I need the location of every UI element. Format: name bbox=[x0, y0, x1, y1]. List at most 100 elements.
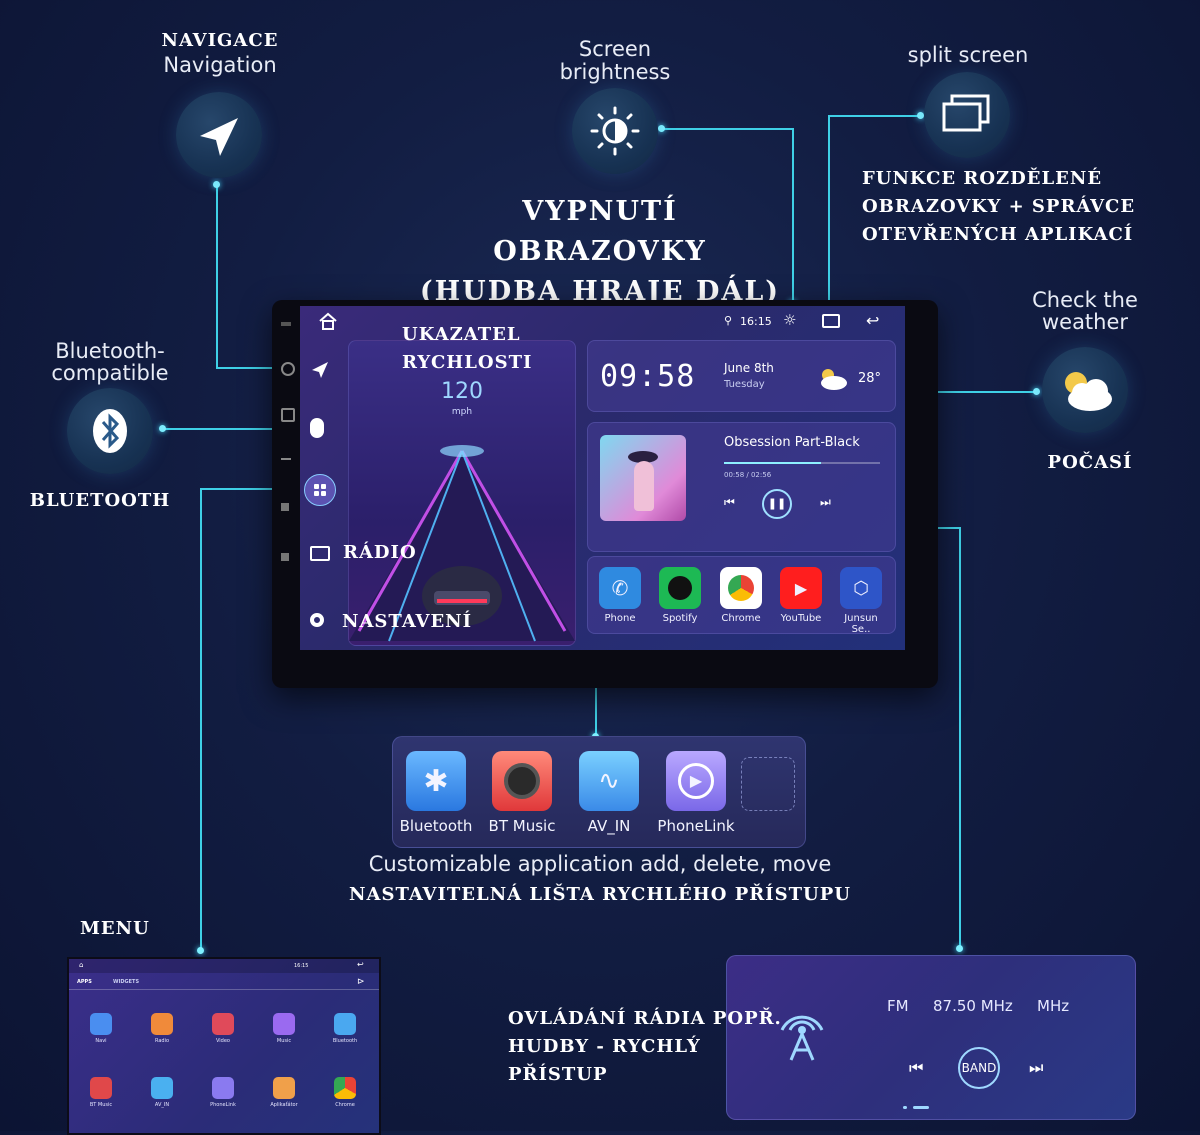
nav-connector-h bbox=[216, 367, 304, 369]
dock-caption-en: Customizable application add, delete, mo… bbox=[368, 852, 832, 876]
brightness-connector-h bbox=[661, 128, 793, 130]
radio-nav-icon[interactable] bbox=[310, 546, 330, 561]
menu-app-label: BT Music bbox=[89, 1102, 113, 1108]
clock-time: 09:58 bbox=[600, 359, 696, 394]
radio-caption-line3: PŘÍSTUP bbox=[508, 1064, 608, 1085]
vol-up-button[interactable] bbox=[281, 503, 289, 511]
screen-off-headline: VYPNUTÍ OBRAZOVKY (HUDBA HRAJE DÁL) bbox=[410, 192, 790, 312]
bluetooth-nav-icon[interactable] bbox=[310, 418, 324, 438]
app-youtube[interactable]: ▶ YouTube bbox=[775, 567, 827, 624]
dock-av-in-label: AV_IN bbox=[587, 817, 631, 835]
dock-bt-music[interactable]: BT Music bbox=[482, 751, 562, 835]
menu-app-video[interactable]: Video bbox=[203, 1013, 243, 1044]
menu-app-bluetooth[interactable]: Bluetooth bbox=[325, 1013, 365, 1044]
settings-gear-icon[interactable] bbox=[310, 613, 324, 627]
app-phone-label: Phone bbox=[604, 613, 636, 624]
brightness-title-1: Screen bbox=[578, 37, 652, 61]
dock-bluetooth[interactable]: ✱ Bluetooth bbox=[396, 751, 476, 835]
speedometer-widget[interactable]: 120 mph bbox=[348, 340, 576, 646]
brightness-dot bbox=[658, 125, 665, 132]
bt-caption: BLUETOOTH bbox=[29, 490, 171, 511]
back-hw-button[interactable] bbox=[281, 458, 291, 466]
nav-arrow-icon[interactable] bbox=[310, 360, 330, 380]
app-phone[interactable]: ✆ Phone bbox=[594, 567, 646, 624]
bt-connector bbox=[162, 428, 306, 430]
band-button[interactable]: BAND bbox=[958, 1047, 1000, 1089]
screen-off-line1: VYPNUTÍ OBRAZOVKY bbox=[493, 196, 707, 267]
menu-app-navi[interactable]: Navi bbox=[81, 1013, 121, 1044]
pause-icon[interactable]: ❚❚ bbox=[762, 489, 792, 519]
menu-app-installer[interactable]: Aplikaťátor bbox=[264, 1077, 304, 1108]
app-youtube-label: YouTube bbox=[780, 613, 822, 624]
nav-connector bbox=[216, 184, 218, 368]
menu-home-icon[interactable]: ⌂ bbox=[79, 961, 84, 969]
prev-track-icon[interactable]: ⏮ bbox=[724, 495, 735, 509]
radio-panel: FM 87.50 MHz MHz ⏮ BAND ⏭ bbox=[726, 955, 1136, 1120]
weather-feature bbox=[1042, 347, 1128, 433]
page-dot-2 bbox=[913, 1106, 929, 1109]
menu-app-label: Video bbox=[215, 1038, 230, 1044]
status-time: 16:15 bbox=[740, 315, 772, 328]
split-status-icon[interactable] bbox=[822, 314, 840, 328]
music-widget[interactable]: Obsession Part-Black 00:58 / 02:56 ⏮ ❚❚ … bbox=[587, 422, 896, 552]
status-bar: ⚲ 16:15 ☼ ↩ bbox=[300, 306, 905, 336]
menu-music-icon bbox=[273, 1013, 295, 1035]
home-icon[interactable] bbox=[318, 312, 338, 330]
radio-dot-end bbox=[956, 945, 963, 952]
menu-app-music[interactable]: Music bbox=[264, 1013, 304, 1044]
menu-divider bbox=[69, 989, 379, 990]
menu-status-time: 16:15 bbox=[294, 963, 309, 969]
radio-prev-icon[interactable]: ⏮ bbox=[909, 1058, 924, 1077]
home-hw-button[interactable] bbox=[281, 408, 295, 422]
app-chrome[interactable]: Chrome bbox=[715, 567, 767, 624]
speed-callout-line2: RYCHLOSTI bbox=[402, 352, 533, 373]
menu-btmusic-icon bbox=[90, 1077, 112, 1099]
menu-store-icon[interactable]: ⊳ bbox=[357, 977, 365, 987]
menu-back-icon[interactable]: ↩ bbox=[357, 960, 364, 969]
page-dot-1 bbox=[903, 1106, 907, 1109]
bt-title-2: compatible bbox=[51, 361, 169, 385]
bt-title-1: Bluetooth- bbox=[55, 339, 165, 363]
weather-connector bbox=[864, 391, 1036, 393]
menu-app-avin[interactable]: AV_IN bbox=[142, 1077, 182, 1108]
album-art bbox=[600, 435, 686, 521]
screen-app-row: ✆ Phone Spotify Chrome ▶ YouTube ⬡ Junsu… bbox=[587, 556, 896, 635]
radio-next-icon[interactable]: ⏭ bbox=[1029, 1058, 1044, 1077]
mic-icon bbox=[281, 322, 291, 326]
dock-caption-cz: NASTAVITELNÁ LIŠTA RYCHLÉHO PŘÍSTUPU bbox=[349, 884, 851, 905]
radio-callout: RÁDIO bbox=[343, 542, 417, 563]
app-spotify-label: Spotify bbox=[662, 613, 698, 624]
bluetooth-feature bbox=[67, 388, 153, 474]
menu-app-phonelink[interactable]: PhoneLink bbox=[203, 1077, 243, 1108]
clock-weather-widget[interactable]: 09:58 June 8th Tuesday 28° bbox=[587, 340, 896, 412]
weather-small-icon bbox=[821, 369, 847, 390]
vol-down-button[interactable] bbox=[281, 553, 289, 561]
menu-installer-icon bbox=[273, 1077, 295, 1099]
split-connector-h bbox=[828, 115, 920, 117]
spotify-icon bbox=[659, 567, 701, 609]
temperature: 28° bbox=[858, 371, 882, 386]
app-spotify[interactable]: Spotify bbox=[654, 567, 706, 624]
menu-app-btmusic[interactable]: BT Music bbox=[81, 1077, 121, 1108]
nav-title-cz: NAVIGACE bbox=[161, 30, 279, 51]
dock-phonelink[interactable]: ▶ PhoneLink bbox=[656, 751, 736, 835]
track-progress-bar[interactable] bbox=[724, 462, 880, 464]
split-desc-line2: OBRAZOVKY + SPRÁVCE bbox=[862, 196, 1136, 217]
next-track-icon[interactable]: ⏭ bbox=[820, 495, 831, 509]
back-icon[interactable]: ↩ bbox=[866, 311, 880, 330]
dock-bluetooth-icon: ✱ bbox=[406, 751, 466, 811]
menu-app-chrome[interactable]: Chrome bbox=[325, 1077, 365, 1108]
app-junsun[interactable]: ⬡ Junsun Se.. bbox=[835, 567, 887, 635]
menu-app-radio[interactable]: Radio bbox=[142, 1013, 182, 1044]
apps-grid-icon[interactable] bbox=[304, 474, 336, 506]
brightness-status-icon[interactable]: ☼ bbox=[783, 311, 797, 329]
dock-av-in[interactable]: ∿ AV_IN bbox=[569, 751, 649, 835]
dock-empty-slot[interactable] bbox=[741, 757, 795, 811]
dock-av-in-icon: ∿ bbox=[579, 751, 639, 811]
power-button[interactable] bbox=[281, 362, 295, 376]
quick-access-dock: ✱ Bluetooth BT Music ∿ AV_IN ▶ PhoneLink bbox=[392, 736, 806, 848]
menu-tab-widgets[interactable]: WIDGETS bbox=[113, 979, 140, 985]
nav-dot bbox=[213, 181, 220, 188]
menu-app-label: Music bbox=[276, 1038, 292, 1044]
menu-tab-apps[interactable]: APPS bbox=[77, 979, 92, 985]
